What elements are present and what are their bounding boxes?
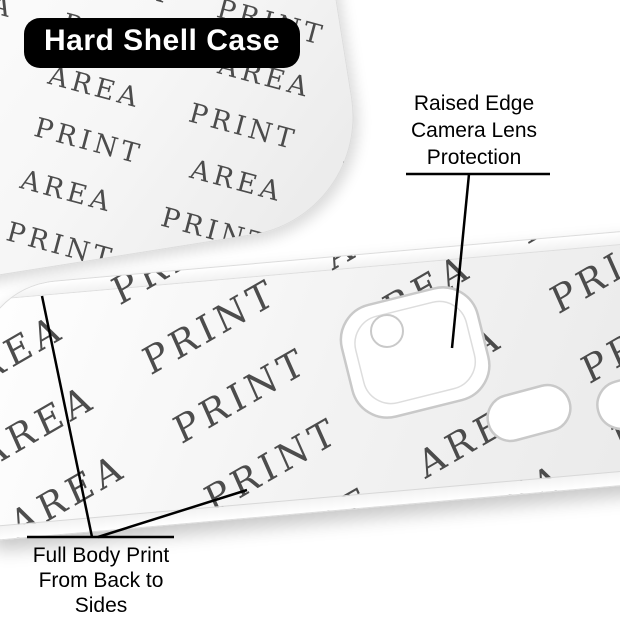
- print-area-pattern-main: PRINT AREA PRINT AREA PRINT AREA PRINT A…: [0, 219, 620, 542]
- hard-shell-case-badge: Hard Shell Case: [24, 18, 300, 68]
- full-body-annotation: Full Body Print From Back to Sides: [12, 543, 190, 618]
- full-body-annotation-line-2: From Back to: [38, 569, 164, 592]
- full-body-annotation-line-3: Sides: [74, 594, 128, 617]
- camera-annotation: Raised Edge Camera Lens Protection: [383, 90, 565, 171]
- camera-annotation-line-3: Protection: [426, 146, 522, 169]
- full-body-annotation-line-1: Full Body Print: [32, 544, 170, 567]
- camera-annotation-line-1: Raised Edge: [413, 92, 535, 115]
- badge-label: Hard Shell Case: [44, 24, 280, 57]
- case-piece-main: PRINT AREA PRINT AREA PRINT AREA PRINT A…: [0, 219, 620, 542]
- camera-annotation-line-2: Camera Lens: [410, 119, 538, 142]
